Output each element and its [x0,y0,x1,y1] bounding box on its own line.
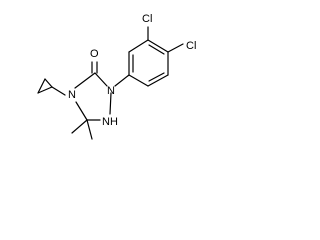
methyl-bond [71,119,88,134]
ring-double-bond [148,72,165,82]
chlorine-atom-right: Cl [186,40,196,52]
ring-bond [147,39,169,53]
dichlorophenyl-ring [128,39,169,87]
nitrogen-atom-n1: N [107,85,115,97]
aryl-n-bond [114,74,130,87]
n-n1-bond [109,92,112,115]
ring-double-bond [148,44,165,55]
cyclopropyl-bond [37,86,53,94]
methyl-bond [86,119,93,140]
n4-c5-bond [75,101,88,121]
nitrogen-atom-nh: NH [102,116,118,128]
structure-diagram: Cl Cl O N N NH [37,13,196,140]
c-cl-bond [167,43,184,53]
chlorine-atom-upper: Cl [142,13,152,25]
nitrogen-atom-n4: N [68,89,76,101]
ring-bond [128,39,149,53]
n-cyclopropyl-bond [51,86,66,96]
molecule-drawing: Cl Cl O N N NH [37,13,196,140]
ring-bond [147,74,169,87]
n1-c3-bond [94,72,108,87]
ring-bond [128,74,149,87]
cyclopropyl-group [37,78,66,96]
c3-n4-bond [74,72,96,89]
oxygen-atom: O [90,48,99,60]
cyclopropyl-bond [44,78,53,88]
triazolidinone-ring [74,72,112,121]
cyclopropyl-bond [37,78,46,94]
